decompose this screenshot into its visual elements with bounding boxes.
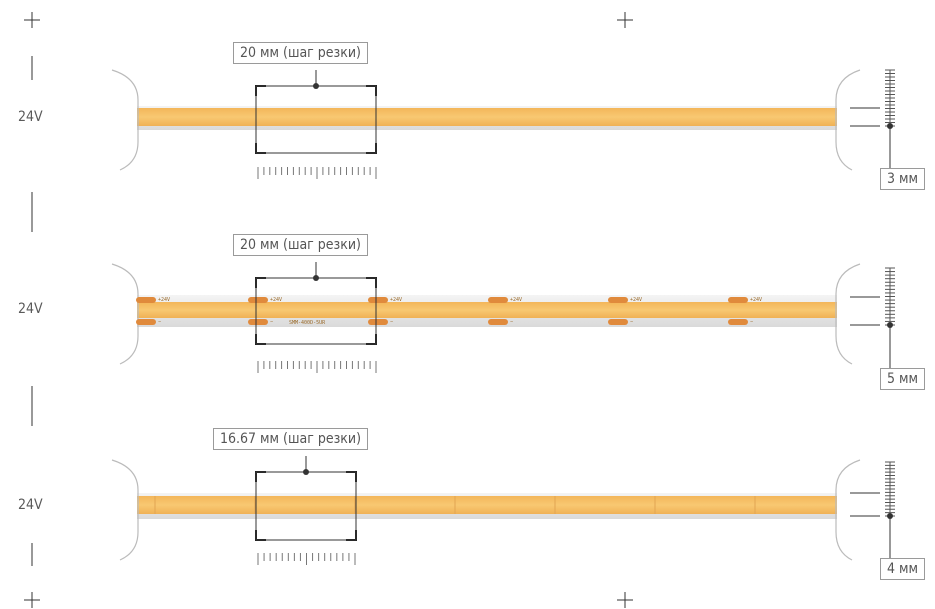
pcb-minus-text: −: [630, 319, 634, 325]
solder-pad: [136, 297, 156, 303]
solder-pad: [728, 319, 748, 325]
pcb-plus-text: +24V: [158, 297, 171, 303]
solder-pad: [368, 297, 388, 303]
solder-pad: [728, 297, 748, 303]
pcb-minus-text: −: [510, 319, 514, 325]
pcb-minus-text: −: [270, 319, 274, 325]
solder-pad: [608, 319, 628, 325]
pcb-plus-text: +24V: [270, 297, 283, 303]
registration-marks: [24, 12, 633, 608]
pcb-plus-text: +24V: [750, 297, 763, 303]
pcb-minus-text: −: [158, 319, 162, 325]
pcb-model-text: SMM-400D-5UR: [289, 320, 326, 326]
strip-1: [111, 69, 895, 179]
solder-pad: [248, 319, 268, 325]
voltage-label-1: 24V: [18, 109, 43, 125]
pcb-minus-text: −: [750, 319, 754, 325]
solder-pad: [488, 319, 508, 325]
solder-pad: [248, 297, 268, 303]
voltage-label-2: 24V: [18, 301, 43, 317]
solder-pad: [608, 297, 628, 303]
solder-pad: [136, 319, 156, 325]
pcb-minus-text: −: [390, 319, 394, 325]
strip-2: [111, 262, 895, 373]
cut-step-label-3: 16.67 мм (шаг резки): [213, 428, 368, 450]
solder-pad: [488, 297, 508, 303]
width-label-3: 4 мм: [880, 558, 926, 580]
strip-3: [111, 456, 895, 565]
pcb-plus-text: +24V: [510, 297, 523, 303]
cut-step-label-1: 20 мм (шаг резки): [233, 42, 368, 64]
solder-pad: [368, 319, 388, 325]
pcb-plus-text: +24V: [630, 297, 643, 303]
voltage-label-3: 24V: [18, 497, 43, 513]
width-label-1: 3 мм: [880, 168, 926, 190]
width-label-2: 5 мм: [880, 368, 926, 390]
cut-step-label-2: 20 мм (шаг резки): [233, 234, 368, 256]
pcb-plus-text: +24V: [390, 297, 403, 303]
